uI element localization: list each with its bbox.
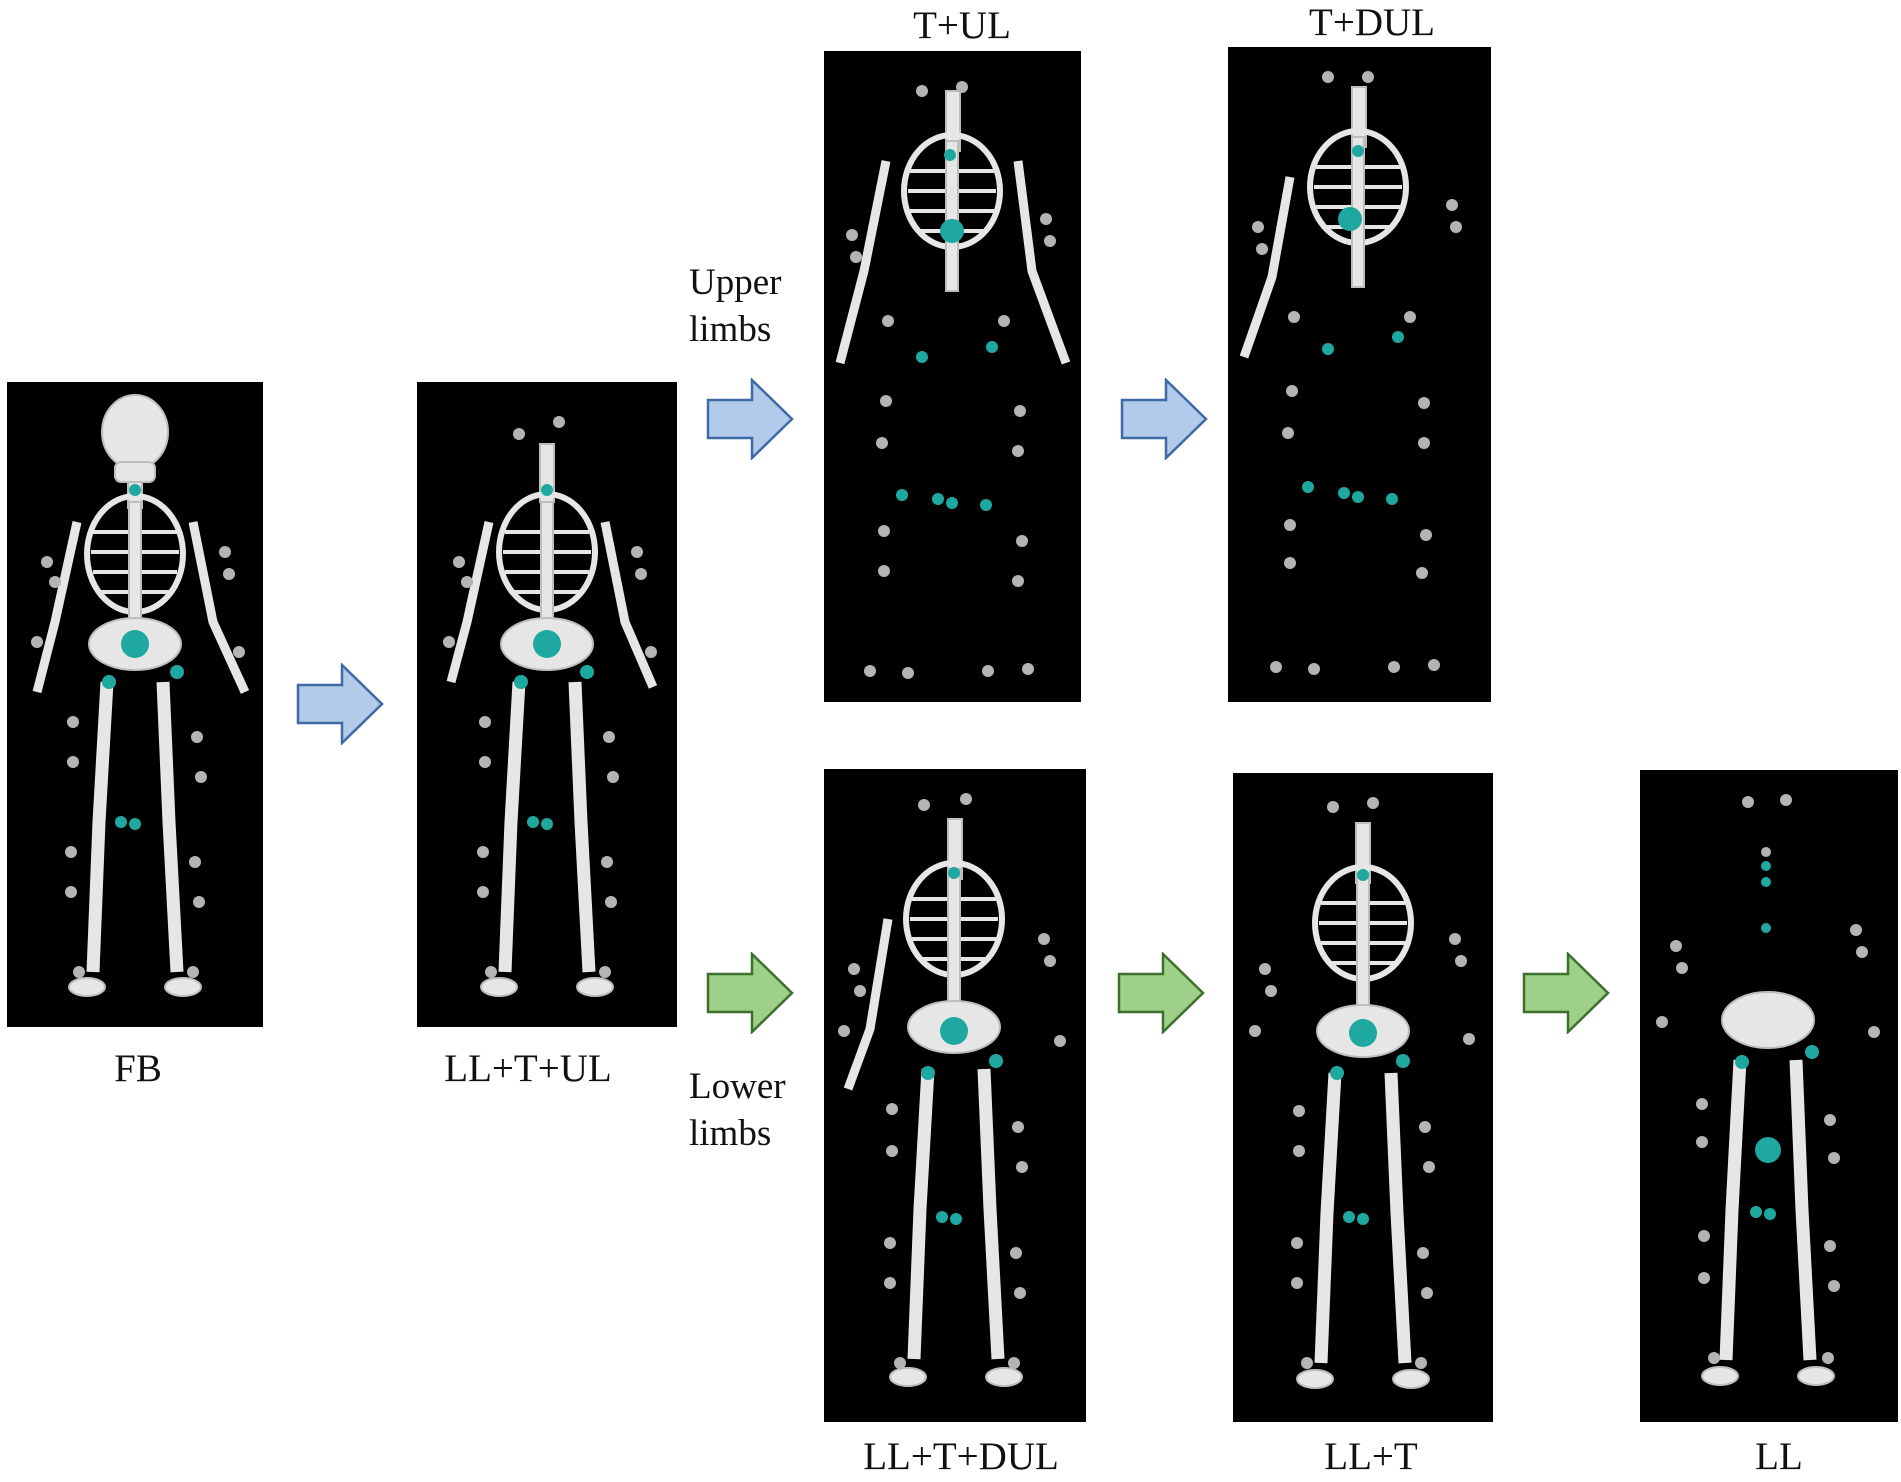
skeleton-model-icon — [31, 394, 250, 997]
label-fb: FB — [114, 1047, 162, 1090]
skeleton-model-icon — [443, 416, 658, 997]
label-ll: LL — [1755, 1435, 1803, 1478]
arrow-right-icon — [706, 952, 794, 1034]
panel-ll-t-dul — [824, 769, 1086, 1422]
skeleton-model-icon — [1656, 794, 1880, 1386]
arrow-right-icon — [706, 378, 794, 460]
panel-ll-t-ul — [417, 382, 677, 1027]
arrow-right-icon — [1117, 952, 1205, 1034]
label-t-ul: T+UL — [913, 4, 1011, 47]
lower-limbs-line-2: limbs — [689, 1113, 772, 1154]
arrow-right-icon — [1522, 952, 1610, 1034]
panel-ll — [1640, 770, 1898, 1422]
label-upper-limbs: Upper limbs — [689, 259, 781, 353]
lower-limbs-line-1: Lower — [689, 1066, 786, 1107]
panel-ll-t — [1233, 773, 1493, 1422]
panel-fb — [7, 382, 263, 1027]
panel-t-dul — [1228, 47, 1491, 702]
label-ll-t-dul: LL+T+DUL — [863, 1435, 1059, 1478]
label-lower-limbs: Lower limbs — [689, 1063, 786, 1157]
arrow-right-icon — [1120, 378, 1208, 460]
upper-limbs-line-1: Upper — [689, 262, 782, 303]
skeleton-model-icon — [1239, 71, 1462, 675]
skeleton-model-icon — [838, 793, 1066, 1387]
panel-t-ul — [824, 51, 1081, 702]
skeleton-model-icon — [1249, 797, 1475, 1389]
label-t-dul: T+DUL — [1309, 1, 1435, 44]
upper-limbs-line-2: limbs — [689, 309, 772, 350]
arrow-right-icon — [296, 663, 384, 745]
label-ll-t-ul: LL+T+UL — [444, 1047, 612, 1090]
skeleton-model-icon — [835, 81, 1071, 679]
label-ll-t: LL+T — [1324, 1435, 1418, 1478]
